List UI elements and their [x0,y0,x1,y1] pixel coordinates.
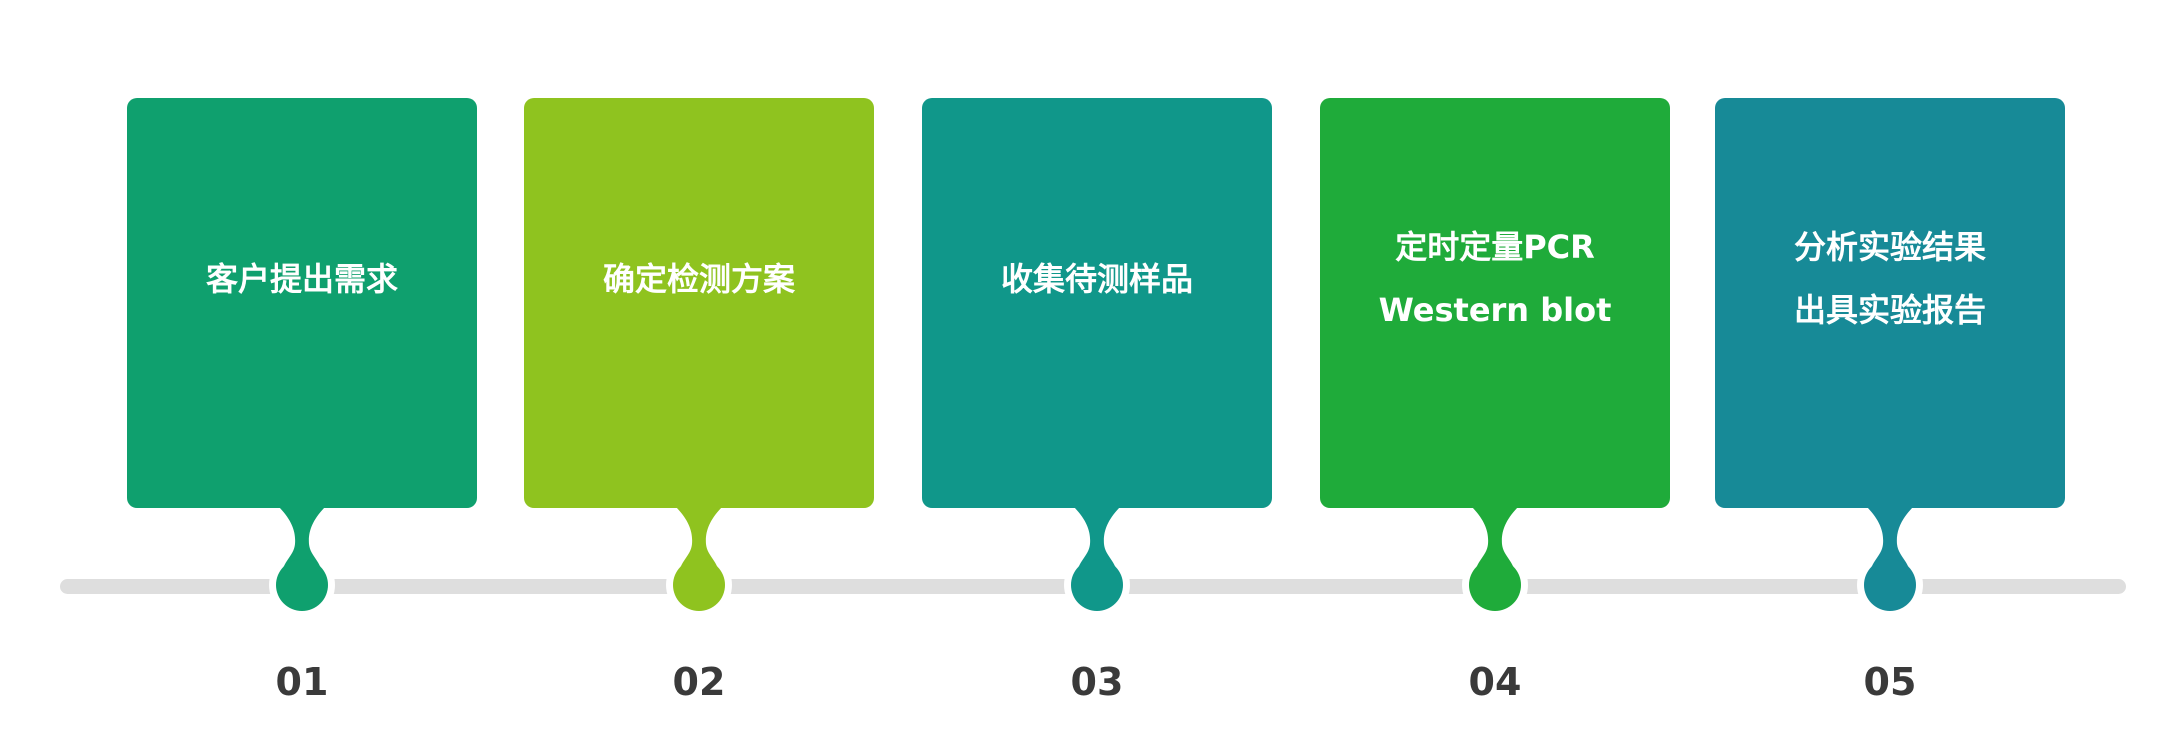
step-number: 02 [672,660,726,704]
timeline-node-01 [276,559,328,611]
step-card-05: 分析实验结果出具实验报告 [1715,98,2065,508]
step-card-03: 收集待测样品 [922,98,1272,508]
connector-neck [1866,506,1914,575]
step-card-01: 客户提出需求 [127,98,477,508]
step-label: 确定检测方案 [602,260,795,298]
timeline-node-03 [1071,559,1123,611]
step-number: 05 [1863,660,1917,704]
timeline-node-02 [673,559,725,611]
timeline-node-04 [1469,559,1521,611]
connector-neck [1073,506,1121,575]
step-card-02: 确定检测方案 [524,98,874,508]
connector-neck [675,506,723,575]
step-label: 分析实验结果 [1793,228,1986,266]
step-number: 01 [275,660,329,704]
connector-neck [278,506,326,575]
connector-neck [1471,506,1519,575]
timeline-node-05 [1864,559,1916,611]
step-label: Western blot [1378,291,1612,329]
step-label: 定时定量PCR [1395,228,1595,266]
step-number: 04 [1468,660,1522,704]
step-label: 收集待测样品 [1000,260,1193,298]
step-label: 出具实验报告 [1793,291,1986,329]
step-number: 03 [1070,660,1124,704]
step-card-04: 定时定量PCR Western blot [1320,98,1670,508]
step-label: 客户提出需求 [205,260,398,298]
